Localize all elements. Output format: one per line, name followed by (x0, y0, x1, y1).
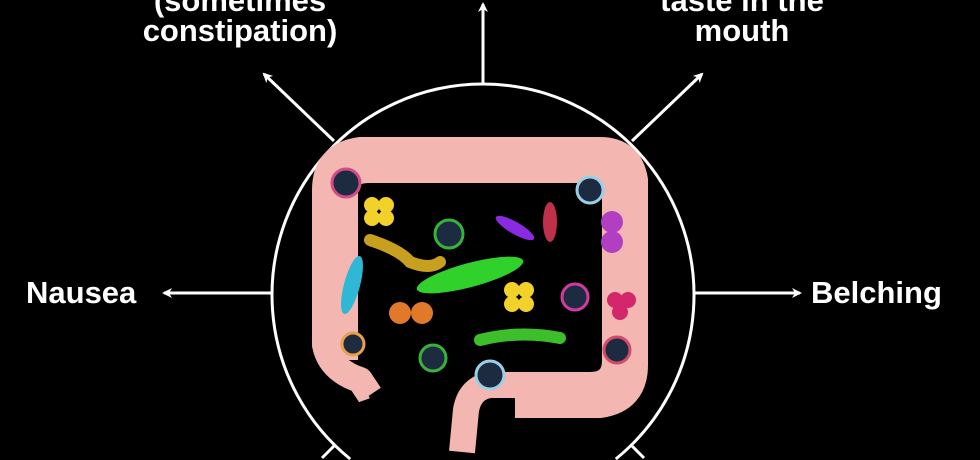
cocci-purple (601, 211, 623, 253)
label-belching: Belching (811, 275, 942, 310)
appendix (341, 366, 370, 402)
label-line: mouth (694, 13, 790, 48)
cocci-magenta (607, 292, 636, 320)
intestine-circle (270, 82, 696, 460)
viruses (330, 167, 632, 391)
bacterium-green (416, 256, 524, 294)
label-line: constipation) (142, 13, 338, 48)
arrow-up-left (262, 72, 336, 143)
bacterium-purple (495, 215, 535, 241)
colon-illustration (312, 137, 648, 454)
cocci-orange (389, 302, 433, 324)
label-taste-in-mouth: taste in the mouth (642, 0, 842, 46)
label-line: taste in the (660, 0, 824, 18)
colon-outer (312, 137, 648, 418)
arrow-up-right (630, 72, 704, 143)
label-line: (sometimes (153, 0, 327, 18)
cocci-yellow (364, 197, 534, 312)
bacterium-cyan (341, 255, 363, 315)
bacterium-green-chain (474, 328, 566, 346)
label-nausea: Nausea (26, 275, 137, 310)
bacterium-red (543, 202, 557, 242)
arrow-down-right (630, 444, 646, 460)
arrows (162, 2, 802, 460)
bacterium-yellow-chain (364, 234, 446, 272)
arrow-down-left (320, 444, 336, 460)
label-diarrhea-constipation: (sometimes constipation) (140, 0, 340, 46)
